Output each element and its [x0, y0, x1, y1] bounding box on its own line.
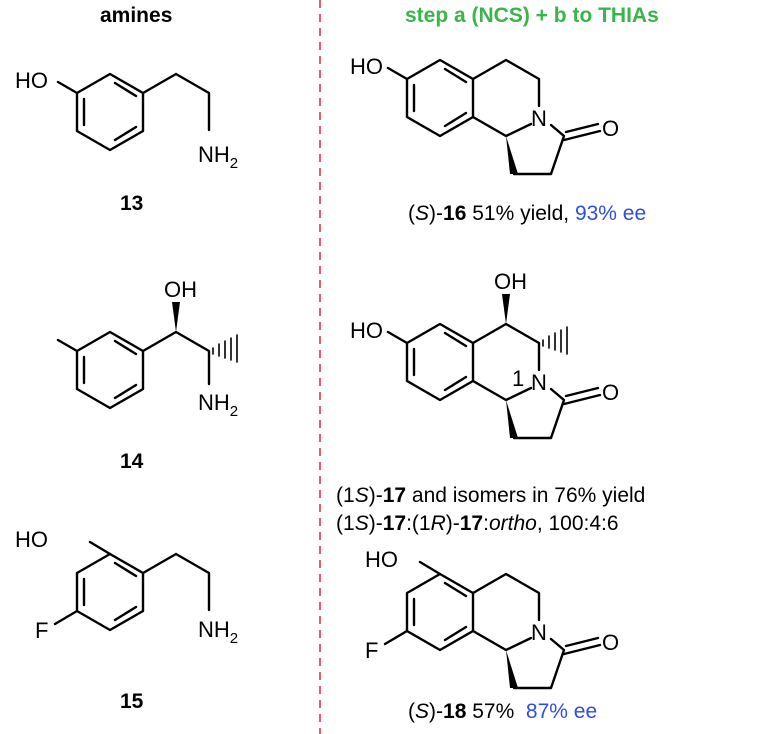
svg-text:N: N [531, 370, 547, 395]
conditions-header: step a (NCS) + b to THIAs [405, 4, 659, 27]
svg-text:F: F [35, 618, 48, 643]
svg-text:O: O [602, 630, 619, 655]
amine-13-structure: HO NH2 [15, 68, 238, 172]
compound-label-15: 15 [120, 690, 144, 713]
compound-label-13: 13 [120, 192, 144, 215]
svg-text:NH2: NH2 [198, 617, 238, 647]
svg-text:HO: HO [350, 318, 383, 343]
svg-text:OH: OH [164, 277, 197, 302]
amine-14-structure: OH NH2 [56, 277, 238, 420]
amine-15-structure: HO F NH2 [15, 527, 238, 647]
svg-text:NH2: NH2 [198, 142, 238, 172]
svg-text:HO: HO [15, 527, 48, 552]
caption-17-yield: (1S)-17 and isomers in 76% yield [336, 484, 646, 507]
product-17-structure: OH HO N O 1 [350, 269, 619, 440]
svg-text:O: O [602, 380, 619, 405]
caption-16: (S)-16 51% yield, 93% ee [408, 202, 647, 225]
svg-text:HO: HO [365, 547, 398, 572]
stereocenter-label: 1 [512, 366, 524, 391]
amines-header: amines [100, 4, 173, 27]
svg-text:NH2: NH2 [198, 390, 238, 420]
product-16-structure: HO N O [350, 54, 619, 176]
svg-text:HO: HO [15, 68, 48, 93]
svg-text:N: N [531, 620, 547, 645]
compound-label-14: 14 [120, 450, 144, 473]
svg-text:OH: OH [494, 269, 527, 294]
caption-18: (S)-18 57% 87% ee [408, 700, 598, 723]
svg-text:N: N [531, 106, 547, 131]
caption-17-ratio: (1S)-17:(1R)-17:ortho, 100:4:6 [336, 512, 619, 535]
product-18-structure: HO F N O [365, 547, 619, 690]
svg-text:HO: HO [350, 54, 383, 79]
svg-text:O: O [602, 116, 619, 141]
svg-text:F: F [365, 638, 378, 663]
